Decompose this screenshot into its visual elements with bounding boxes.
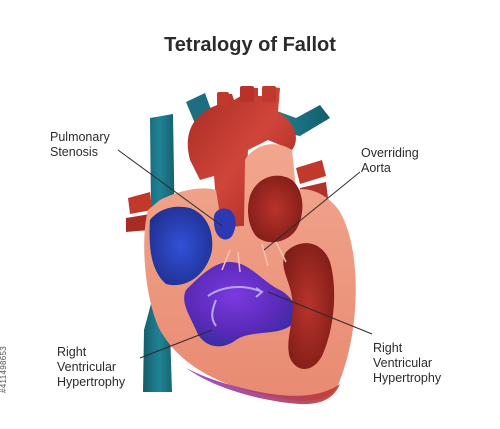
- pointer-rvh-right: [267, 291, 373, 335]
- label-pulmonary-stenosis: Pulmonary Stenosis: [50, 130, 110, 160]
- label-line: Overriding: [361, 146, 419, 160]
- pointer-rvh-left: [139, 329, 213, 359]
- left-ventricle: [283, 243, 335, 369]
- pulmonary-valve: [213, 208, 236, 240]
- label-line: Right: [57, 345, 87, 359]
- label-line: Aorta: [361, 161, 391, 175]
- right-atrium: [149, 206, 213, 286]
- pointer-lines: [117, 149, 373, 359]
- aorta: [187, 86, 296, 228]
- label-line: Ventricular: [373, 356, 433, 370]
- label-line: Pulmonary: [50, 130, 110, 144]
- left-atrium: [248, 175, 303, 243]
- valve-strands: [207, 241, 287, 327]
- label-overriding-aorta: Overriding Aorta: [361, 146, 419, 176]
- pointer-pulmonary-stenosis: [117, 149, 223, 227]
- right-ventricle: [184, 262, 296, 347]
- heart-apex-rim: [186, 368, 340, 405]
- stock-id-watermark: #411498653: [0, 346, 8, 393]
- label-line: Hypertrophy: [57, 375, 126, 389]
- diagram-title: Tetralogy of Fallot: [164, 34, 336, 56]
- label-rvh-left: Right Ventricular Hypertrophy: [57, 345, 125, 390]
- label-line: Stenosis: [50, 145, 98, 159]
- pointer-overriding-aorta: [263, 171, 361, 251]
- label-line: Ventricular: [57, 360, 117, 374]
- label-line: Hypertrophy: [373, 371, 442, 385]
- label-rvh-right: Right Ventricular Hypertrophy: [373, 341, 441, 386]
- label-line: Right: [373, 341, 403, 355]
